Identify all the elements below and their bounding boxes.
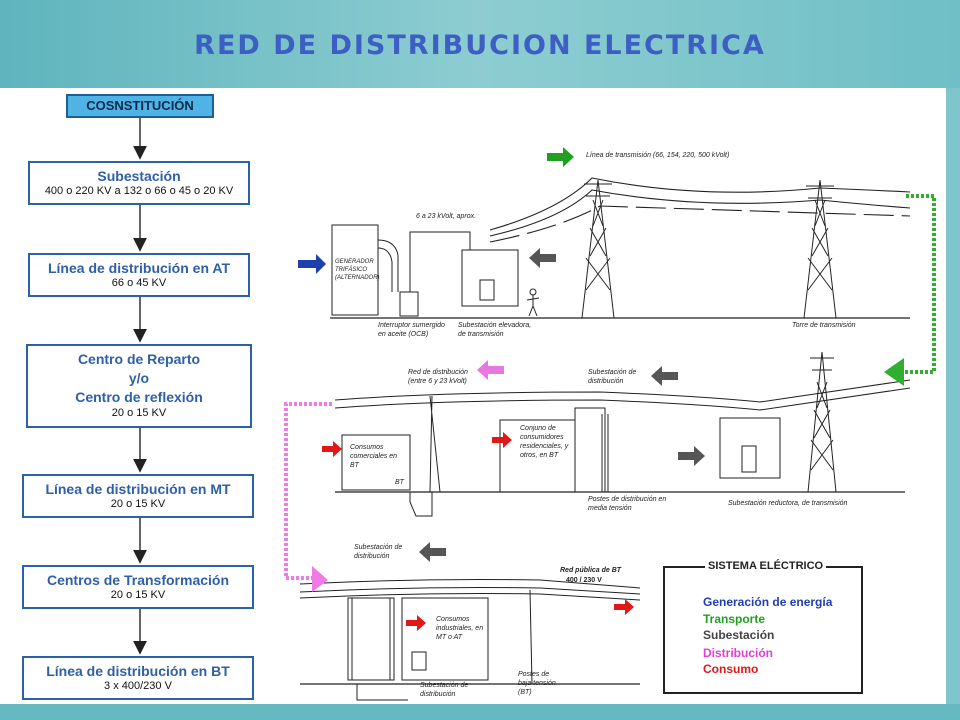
- arrow-consumption-3: [406, 615, 426, 631]
- arrow-consumption-1: [322, 441, 342, 457]
- flow-step-detail: 400 o 220 KV a 132 o 66 o 45 o 20 KV: [44, 185, 234, 197]
- label-mv-posts: Postes de distribución en media tensión: [588, 496, 667, 512]
- distribution-section: [334, 379, 911, 517]
- label-public-net: Red pública de BT: [560, 567, 622, 574]
- label-voltage-gen: 6 a 23 kVolt, aprox.: [416, 213, 477, 220]
- commercial-building: [341, 434, 411, 491]
- label-dist-sub-2: Subestación de distribución: [354, 544, 403, 560]
- label-dist-net: Red de distribución (entre 6 y 23 kVolt): [408, 369, 468, 385]
- legend-box: SISTEMA ELÉCTRICO Generación de energía …: [663, 560, 863, 694]
- arrow-distribution: [477, 360, 504, 380]
- generation-section: [330, 224, 910, 319]
- label-breaker: Interruptor sumergido en aceite (OCB): [378, 322, 445, 338]
- consumption-section: [299, 579, 641, 701]
- tower-2: [803, 179, 837, 319]
- flow-step-detail: 20 o 15 KV: [111, 407, 167, 419]
- pink-connector: [284, 402, 332, 580]
- flow-step-detail: 66 o 45 KV: [111, 277, 167, 289]
- arrow-substation-4: [419, 542, 446, 562]
- flow-step-linea-mt: Línea de distribución en MT 20 o 15 KV: [22, 474, 254, 518]
- label-commercial: Consumos comerciales en BT: [350, 444, 398, 469]
- flow-step-name: Línea de distribución en AT: [47, 260, 230, 276]
- flow-step-name: Línea de distribución en MT: [45, 481, 231, 497]
- flow-step-detail: 3 x 400/230 V: [104, 680, 172, 692]
- label-public-volt: 400 / 230 V: [566, 577, 602, 584]
- legend-item-consumption: Consumo: [703, 662, 759, 676]
- flow-heading: COSNSTITUCIÓN: [66, 94, 214, 118]
- header-bar: [0, 0, 960, 88]
- side-strip: [946, 88, 960, 704]
- flow-step-linea-bt: Línea de distribución en BT 3 x 400/230 …: [22, 656, 254, 700]
- arrow-consumption-4: [614, 599, 634, 615]
- step-up-transformer: [461, 249, 519, 307]
- transmission-lines: [489, 177, 911, 243]
- legend-item-distribution: Distribución: [703, 646, 774, 660]
- legend-item-transport: Transporte: [703, 612, 766, 626]
- flow-step-name: Centro de Reparto y/o Centro de reflexió…: [75, 351, 203, 405]
- flow-step-centro-reparto: Centro de Reparto y/o Centro de reflexió…: [26, 344, 252, 428]
- tower-1: [581, 179, 615, 319]
- arrow-consumption-2: [492, 432, 512, 448]
- label-industrial: Consumos industriales, en MT o AT: [436, 616, 484, 641]
- green-arrow-head: [884, 358, 904, 386]
- arrow-substation-1: [529, 248, 556, 268]
- distribution-transformer: [347, 597, 395, 681]
- flow-step-centros-transformacion: Centros de Transformación 20 o 15 KV: [22, 565, 254, 609]
- flow-step-detail: 20 o 15 KV: [110, 589, 166, 601]
- label-dist-sub-3: Subestación de distribución: [420, 682, 469, 698]
- legend-title: SISTEMA ELÉCTRICO: [705, 560, 827, 572]
- label-generator: GENERADOR TRIFÁSICO (ALTERNADOR): [335, 259, 380, 281]
- label-step-up: Subestación elevadora, de transmisión: [458, 322, 532, 338]
- green-connector: [902, 194, 936, 374]
- label-lv-posts: Postes de baja tensión (BT): [518, 671, 556, 696]
- generator-box: [331, 224, 379, 316]
- label-dist-sub-1: Subestación de distribución: [588, 369, 637, 385]
- flow-step-detail: 20 o 15 KV: [110, 498, 166, 510]
- arrow-transport: [547, 147, 574, 167]
- flow-step-name: Subestación: [97, 168, 181, 184]
- arrow-substation-2: [651, 366, 678, 386]
- flow-step-subestacion: Subestación 400 o 220 KV a 132 o 66 o 45…: [28, 161, 250, 205]
- flow-step-name: Línea de distribución en BT: [46, 663, 230, 679]
- label-residential: Conjuno de consumidores residenciales, y…: [520, 425, 569, 459]
- label-step-down: Subestación reductora, de transmisión: [728, 500, 848, 507]
- arrow-generation: [298, 254, 326, 274]
- flow-arrows: [298, 147, 705, 631]
- label-bt-1: BT: [395, 479, 404, 486]
- page-title: RED DE DISTRIBUCION ELECTRICA: [194, 30, 766, 61]
- industrial-building: [401, 597, 489, 681]
- arrow-substation-3: [678, 446, 705, 466]
- flow-step-linea-at: Línea de distribución en AT 66 o 45 KV: [28, 253, 250, 297]
- legend-item-substation: Subestación: [703, 628, 775, 642]
- step-down-transformer: [719, 417, 781, 479]
- flow-step-name: Centros de Transformación: [46, 572, 230, 588]
- pink-arrow-head: [312, 566, 328, 592]
- person-figure: [526, 288, 540, 317]
- label-tower: Torre de transmisión: [792, 322, 856, 329]
- breaker-box: [399, 291, 419, 317]
- tower-3: [807, 351, 837, 493]
- legend-item-generation: Generación de energía: [703, 595, 833, 609]
- footer-bar: [0, 704, 960, 720]
- label-transmission-line: Línea de transmisión (66, 154, 220, 500 …: [586, 152, 730, 159]
